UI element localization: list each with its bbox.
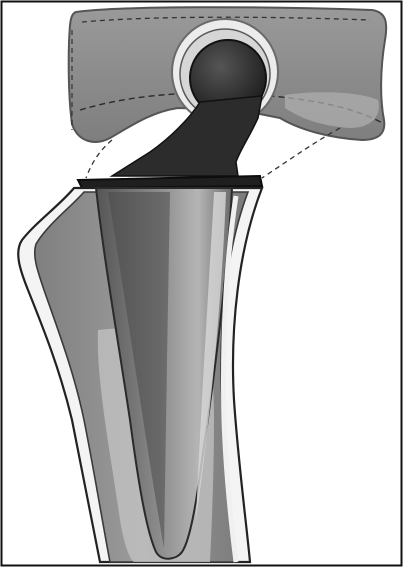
hip-prosthesis-illustration bbox=[0, 0, 403, 567]
figure-frame bbox=[0, 0, 403, 567]
